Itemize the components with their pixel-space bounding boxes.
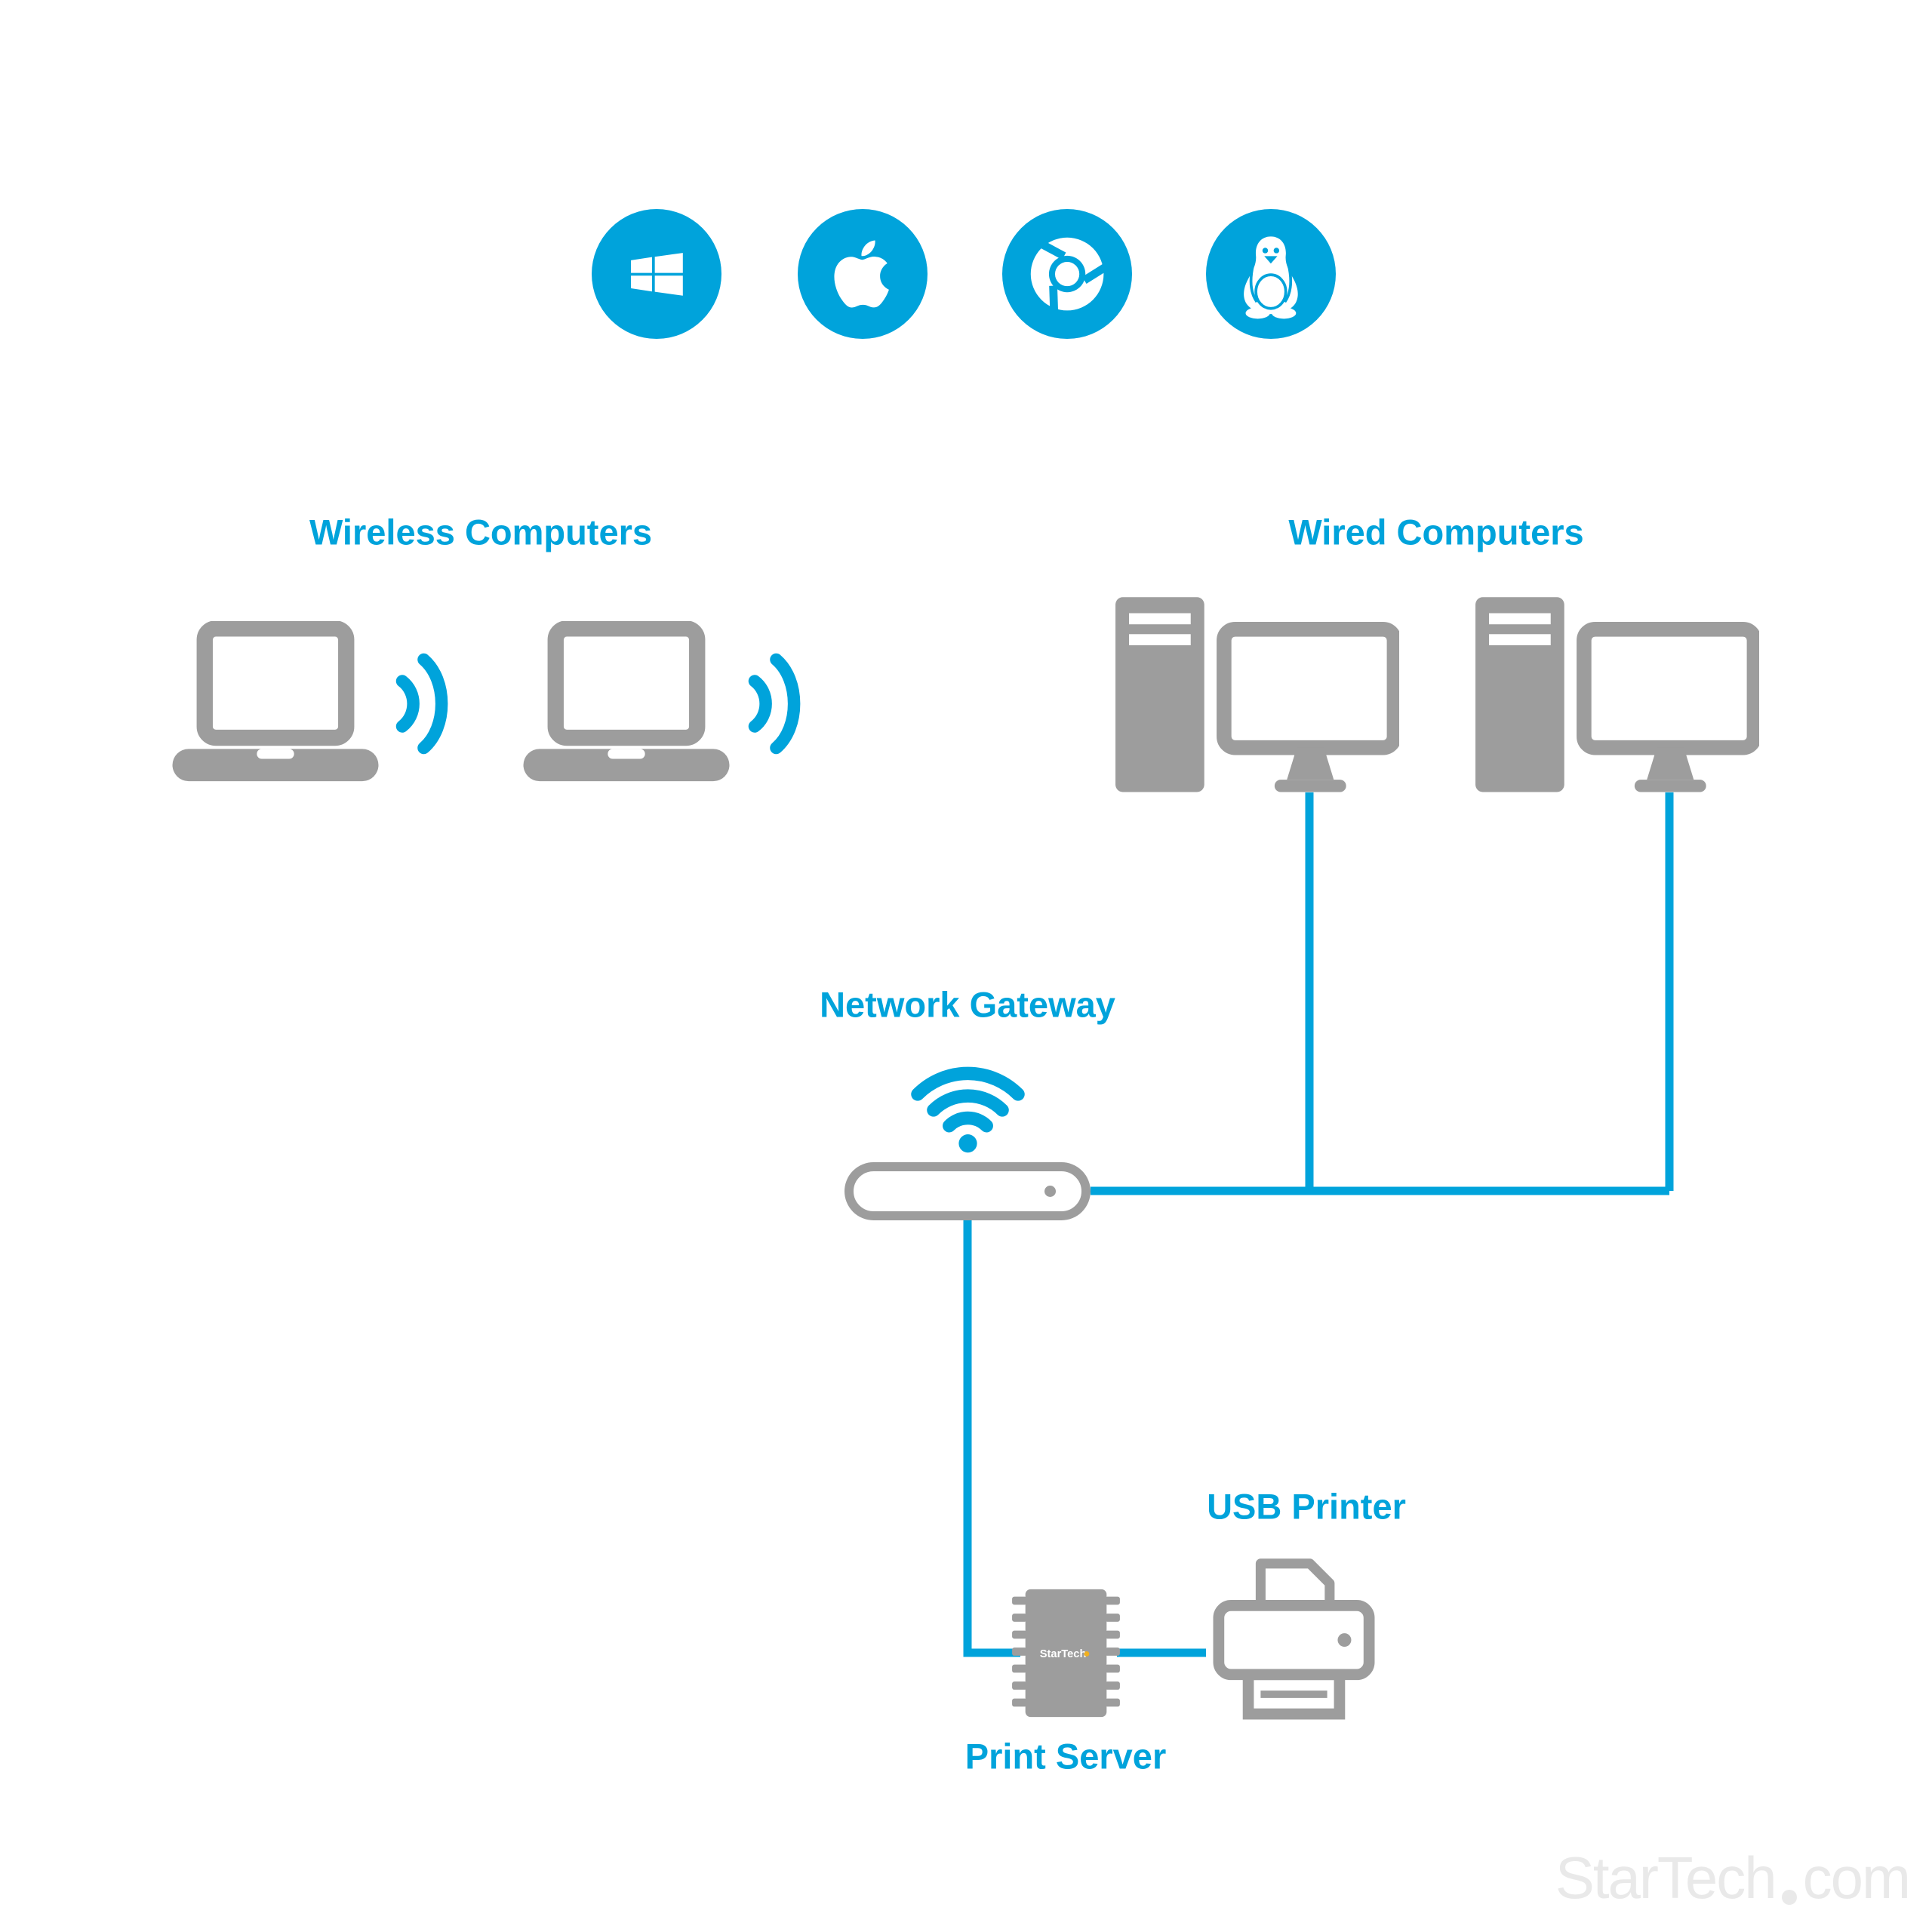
- print-server-label: Print Server: [964, 1736, 1167, 1777]
- gateway-wifi-icon: [911, 1066, 1025, 1153]
- wifi-signal-1: [395, 653, 448, 755]
- wifi-signal-2: [748, 653, 801, 755]
- watermark-suffix: com: [1802, 1844, 1911, 1911]
- apple-icon: [798, 209, 928, 339]
- router-led: [1044, 1186, 1056, 1197]
- print-server-brand-text: StarTech: [1040, 1648, 1087, 1660]
- linux-tux-glyph: [1244, 236, 1298, 319]
- chrome-icon: [1002, 209, 1132, 339]
- desktop-computer-1: [1115, 597, 1399, 792]
- chrome-logo-glyph: [1030, 237, 1108, 311]
- desktop-computer-2: [1475, 597, 1759, 792]
- brand-accent-dot: [1084, 1651, 1090, 1657]
- router: [844, 1162, 1091, 1220]
- usb-printer-label: USB Printer: [1207, 1486, 1406, 1527]
- watermark-gear-icon: [1781, 1890, 1797, 1905]
- printer-icon: [1213, 1558, 1375, 1720]
- wireless-computers-label: Wireless Computers: [309, 512, 653, 552]
- apple-logo-glyph: [834, 240, 890, 308]
- linux-icon: [1206, 209, 1336, 339]
- laptop-2: [523, 621, 730, 782]
- windows-icon: [592, 209, 721, 339]
- print-server-chip: StarTech: [1012, 1589, 1120, 1718]
- network-gateway-label: Network Gateway: [820, 984, 1115, 1025]
- laptop-1: [172, 621, 379, 782]
- startech-watermark: StarTech com: [1555, 1844, 1911, 1912]
- windows-logo-glyph: [630, 252, 683, 296]
- watermark-brand: StarTech: [1555, 1844, 1777, 1911]
- wired-computers-label: Wired Computers: [1288, 512, 1584, 552]
